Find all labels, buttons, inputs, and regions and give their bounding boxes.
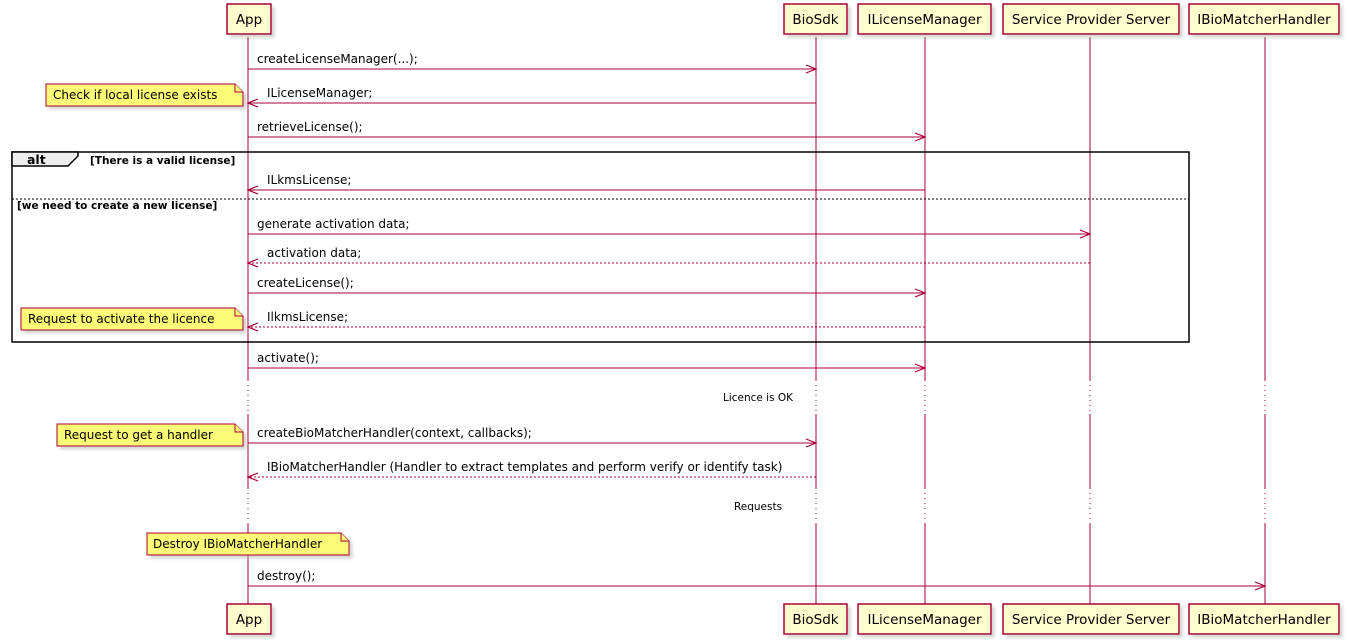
message-arrowhead [914,132,927,142]
message-m12: destroy(); [248,569,1267,591]
message-label: destroy(); [257,569,315,583]
message-m5: generate activation data; [248,217,1092,239]
alt-frame: alt [There is a valid license] [we need … [11,151,1190,343]
participant-label: BioSdk [792,12,838,28]
message-label: createLicenseManager(...); [257,52,418,66]
note-box [146,532,350,556]
message-m1: createLicenseManager(...); [248,52,818,74]
delay-gap [200,380,1300,414]
participant-box [226,603,272,635]
participants: AppAppBioSdkBioSdkILicenseManagerILicens… [226,3,1340,635]
message-label: IBioMatcherHandler (Handler to extract t… [267,460,782,474]
participant-sps-bottom: Service Provider Server [1002,603,1180,635]
note-text: Destroy IBioMatcherHandler [153,537,322,551]
message-m11: IBioMatcherHandler (Handler to extract t… [246,460,816,482]
note-fold [234,84,243,93]
note-fold [234,424,243,433]
message-arrowhead [914,288,927,298]
note: Request to activate the licence [20,307,244,331]
participant-app-bottom: App [226,603,272,635]
participant-label: IBioMatcherHandler [1197,12,1331,28]
delay-label: Requests [734,501,782,513]
message-label: retrieveLicense(); [257,120,363,134]
message-m7: createLicense(); [248,276,927,298]
participant-box [1002,3,1180,35]
message-m9: activate(); [248,351,927,373]
participant-sps-top: Service Provider Server [1002,3,1180,35]
participant-label: IBioMatcherHandler [1197,612,1331,628]
message-m6: activation data; [246,246,1090,268]
note-box [45,83,244,107]
messages: createLicenseManager(...); ILicenseManage… [246,52,1267,591]
participant-label: BioSdk [792,612,838,628]
note: Check if local license exists [45,83,244,107]
participant-licmgr-top: ILicenseManager [857,3,992,35]
note-box [20,307,244,331]
participant-biosdk-top: BioSdk [783,3,848,35]
delay-label: Licence is OK [723,392,794,404]
message-label: IlkmsLicense; [267,310,348,324]
message-m4: ILkmsLicense; [246,173,925,195]
note-box [56,423,244,447]
note: Destroy IBioMatcherHandler [146,532,350,556]
message-arrowhead [805,64,818,74]
participant-box [1188,603,1340,635]
alt-keyword: alt [27,152,46,167]
delay-gap [200,488,1300,524]
message-m2: ILicenseManager; [246,86,816,108]
note-fold [234,308,243,317]
message-arrowhead [914,363,927,373]
participant-box [857,603,992,635]
message-arrowhead [1079,229,1092,239]
participant-box [1002,603,1180,635]
participant-label: App [236,612,262,628]
participant-box [226,3,272,35]
message-arrowhead [1254,581,1267,591]
participant-label: App [236,12,262,28]
participant-box [1188,3,1340,35]
message-m3: retrieveLicense(); [248,120,927,142]
participant-handler-top: IBioMatcherHandler [1188,3,1340,35]
message-label: activation data; [267,246,361,260]
participant-box [857,3,992,35]
participant-handler-bottom: IBioMatcherHandler [1188,603,1340,635]
participant-label: Service Provider Server [1012,612,1171,628]
participant-licmgr-bottom: ILicenseManager [857,603,992,635]
note-text: Request to activate the licence [28,312,215,326]
participant-label: ILicenseManager [867,12,982,28]
message-label: generate activation data; [257,217,410,231]
participant-box [783,3,848,35]
participant-label: Service Provider Server [1012,12,1171,28]
message-label: ILkmsLicense; [267,173,351,187]
message-label: createBioMatcherHandler(context, callbac… [257,426,532,440]
participant-box [783,603,848,635]
message-arrowhead [805,438,818,448]
note-fold [340,533,349,542]
alt-guard-new-license: [we need to create a new license] [17,200,217,212]
message-label: activate(); [257,351,319,365]
participant-app-top: App [226,3,272,35]
note-text: Check if local license exists [53,88,217,102]
message-arrowhead [246,258,259,268]
note-text: Request to get a handler [64,428,213,442]
message-m10: createBioMatcherHandler(context, callbac… [248,426,818,448]
message-arrowhead [246,185,259,195]
participant-biosdk-bottom: BioSdk [783,603,848,635]
note: Request to get a handler [56,423,244,447]
participant-label: ILicenseManager [867,612,982,628]
delays: Licence is OK Requests [200,380,1300,524]
message-arrowhead [246,98,259,108]
alt-guard-valid-license: [There is a valid license] [90,155,235,167]
message-m8: IlkmsLicense; [246,310,925,332]
message-arrowhead [246,472,259,482]
message-label: createLicense(); [257,276,354,290]
message-arrowhead [246,322,259,332]
message-label: ILicenseManager; [267,86,372,100]
